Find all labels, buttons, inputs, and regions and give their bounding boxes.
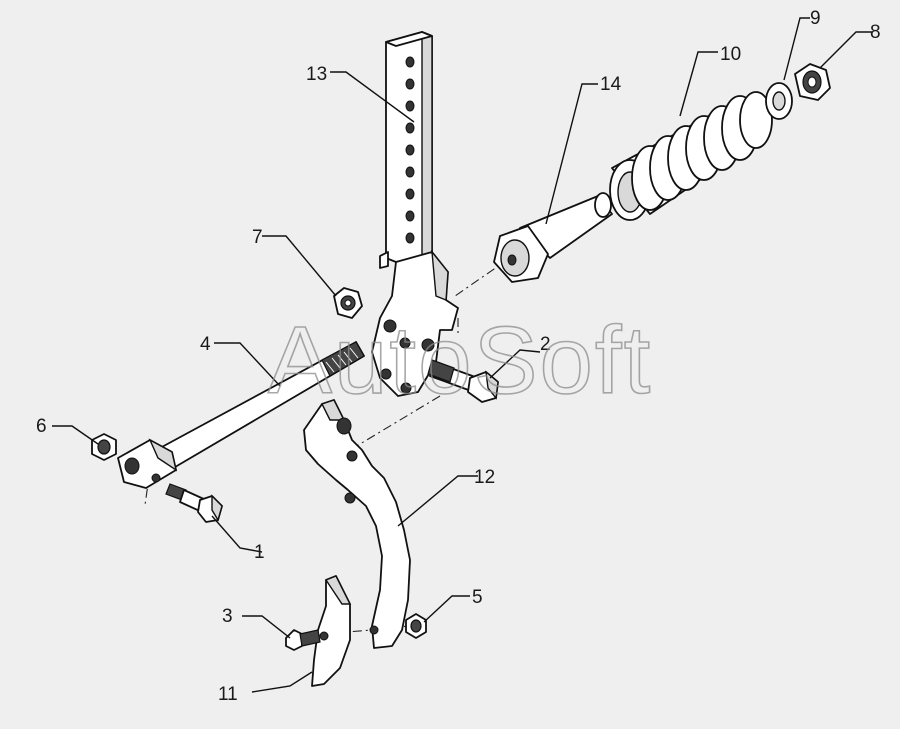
callout-13: 13: [306, 64, 327, 85]
part-4-rod: [117, 341, 365, 489]
part-7-nut: [333, 287, 363, 319]
callout-8: 8: [870, 22, 881, 43]
callout-2: 2: [540, 334, 551, 355]
callout-3: 3: [222, 606, 233, 627]
callout-4: 4: [200, 334, 211, 355]
rod-thread: [321, 341, 365, 377]
part-6-nut: [91, 433, 117, 461]
part-10-spring: [609, 91, 773, 221]
callout-12: 12: [474, 467, 495, 488]
callout-14: 14: [600, 74, 622, 95]
part-9-washer: [765, 82, 793, 120]
callout-5: 5: [472, 587, 483, 608]
watermark-text: AutoSoft: [268, 307, 652, 414]
part-14-pin: [493, 192, 613, 283]
part-3-bolt: [285, 629, 321, 651]
callout-6: 6: [36, 416, 47, 437]
part-13-perforated-bar: [371, 30, 459, 397]
callout-10: 10: [720, 44, 741, 65]
callout-7: 7: [252, 227, 263, 248]
part-11-knife: [311, 575, 352, 687]
callout-labels: 1 2 3 4 5 6 7 8 9 10 11 12 13 14: [36, 8, 881, 705]
spring-coils: [609, 91, 773, 221]
part-5-nut: [405, 613, 427, 639]
part-8-nut: [794, 63, 831, 101]
callout-9: 9: [810, 8, 821, 29]
callout-11: 11: [218, 684, 238, 705]
part-2-bolt: [427, 359, 499, 403]
bar-holes: [405, 56, 415, 244]
callout-1: 1: [254, 542, 265, 563]
part-12-lever: [303, 399, 411, 649]
part-1-bolt: [165, 483, 223, 523]
leader-lines: [52, 17, 872, 693]
